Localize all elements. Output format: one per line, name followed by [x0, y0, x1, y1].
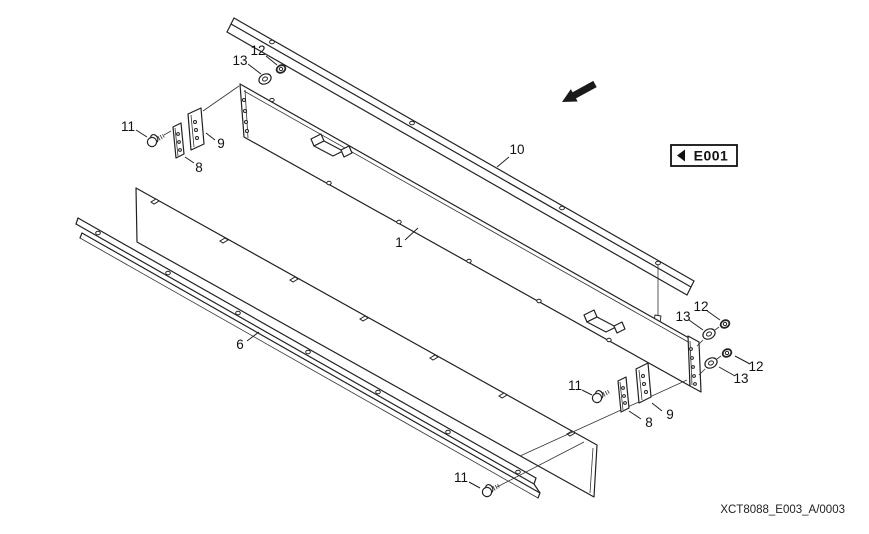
strip-10-holes: [269, 39, 661, 266]
bracket-8-right: [617, 376, 630, 413]
back-reference-triangle-icon: [677, 149, 685, 162]
callout-label-8-right[interactable]: 8: [645, 415, 653, 430]
callout-label-1[interactable]: 1: [395, 235, 403, 250]
callout-label-13-right-top[interactable]: 13: [675, 309, 690, 324]
callout-label-11-right[interactable]: 11: [568, 378, 582, 393]
callout-label-8-left[interactable]: 8: [195, 160, 203, 175]
nut-12-right-bottom-icon: [720, 346, 734, 360]
right-mount-group: [591, 317, 734, 413]
direction-arrow-icon: [562, 80, 597, 102]
callout-label-6[interactable]: 6: [236, 337, 244, 352]
assembly-axis-lines: [163, 85, 722, 488]
front-panel: [135, 187, 598, 498]
callout-label-13-top[interactable]: 13: [232, 53, 247, 68]
washer-13-top-icon: [256, 71, 274, 87]
strip-6-holes: [95, 230, 521, 475]
callout-leader-lines: [135, 55, 751, 489]
drawing-id-text: XCT8088_E003_A/0003: [720, 504, 845, 516]
bolt-11-left-icon: [146, 132, 165, 148]
bolt-11-bottom-icon: [481, 482, 500, 498]
part-6-angle-strip: [75, 217, 541, 499]
clip-bracket-a: [310, 133, 353, 158]
part-10-top-strip: [226, 17, 695, 324]
bracket-8-left: [172, 122, 185, 159]
callout-label-12-right-top[interactable]: 12: [693, 299, 708, 314]
figure-reference-label: E001: [694, 148, 729, 164]
callout-label-12-right-bottom[interactable]: 12: [748, 359, 763, 374]
callout-label-12-top[interactable]: 12: [250, 43, 265, 58]
washer-13-right-bottom-icon: [702, 355, 720, 371]
callout-label-11-left[interactable]: 11: [121, 119, 135, 134]
nut-12-right-top-icon: [718, 317, 732, 331]
bolt-11-right-icon: [591, 388, 610, 404]
rear-panel-flange-holes: [242, 97, 275, 133]
callout-label-9-left[interactable]: 9: [217, 136, 225, 151]
part-1-rear-panel: [239, 83, 702, 393]
washer-13-right-top-icon: [700, 326, 718, 342]
callout-label-9-right[interactable]: 9: [666, 407, 674, 422]
bracket-9-left: [187, 107, 205, 151]
clip-bracket-b: [583, 309, 626, 334]
bracket-9-right: [635, 362, 652, 404]
figure-reference-box[interactable]: E001: [670, 144, 738, 167]
front-panel-slots: [150, 198, 576, 437]
callout-label-10[interactable]: 10: [509, 142, 524, 157]
left-mount-group: [146, 62, 288, 159]
callout-label-13-right-bottom[interactable]: 13: [733, 371, 748, 386]
rear-panel-bottom-holes: [326, 180, 612, 343]
rear-panel-end-plate: [687, 335, 702, 393]
callout-label-11-bottom[interactable]: 11: [454, 470, 468, 485]
